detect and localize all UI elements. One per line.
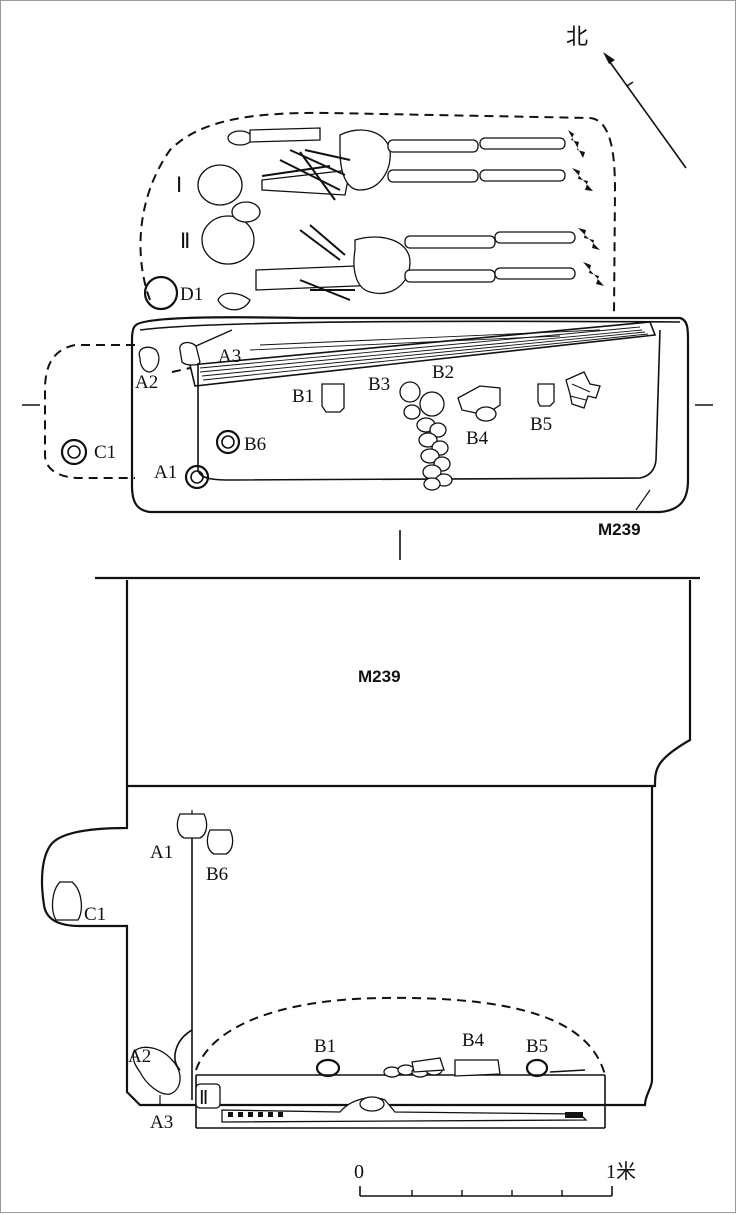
object-A1-section-label: A1 xyxy=(150,842,173,863)
object-B5-section: B5 xyxy=(525,1036,586,1078)
object-B3-plan: B3 xyxy=(368,374,421,403)
scale-zero: 0 xyxy=(354,1161,364,1183)
object-A1-label: A1 xyxy=(154,462,177,483)
skeleton-2: Ⅱ xyxy=(180,201,604,311)
object-A2-label: A2 xyxy=(135,372,158,393)
object-B1-section-label: B1 xyxy=(314,1036,336,1057)
object-C1-plan: C1 xyxy=(60,438,116,466)
object-A3-section: A3 xyxy=(150,1095,173,1133)
object-B1-plan: B1 xyxy=(292,383,345,413)
object-A1-section: A1 xyxy=(150,810,208,863)
stones-column xyxy=(403,404,453,491)
object-A3-plan: A3 xyxy=(179,329,241,367)
skeleton-1: Ⅰ xyxy=(176,127,593,206)
object-A3-label: A3 xyxy=(218,346,241,367)
object-B1-section: B1 xyxy=(314,1036,341,1078)
object-B5-section-label: B5 xyxy=(526,1036,548,1057)
skeleton-label-1: Ⅰ xyxy=(176,173,182,197)
object-B2-plan: B2 xyxy=(419,362,454,417)
object-A3-section-label: A3 xyxy=(150,1112,173,1133)
object-C1-label: C1 xyxy=(94,442,116,463)
scale-bar: 0 1米 xyxy=(354,1160,636,1197)
bones-cluster xyxy=(565,371,601,409)
object-B4-plan: B4 xyxy=(457,385,501,449)
tomb-id-section: M239 xyxy=(358,667,401,686)
object-A2-plan: A2 xyxy=(135,346,191,393)
object-B5-plan: B5 xyxy=(530,383,555,435)
plan-chamber xyxy=(130,316,690,514)
object-B5-label: B5 xyxy=(530,414,552,435)
object-B6-section-label: B6 xyxy=(206,864,228,885)
object-D1-label: D1 xyxy=(180,284,203,305)
object-B3-label: B3 xyxy=(368,374,390,395)
skeleton-2-section: Ⅱ xyxy=(195,1083,588,1123)
north-label: 北 xyxy=(566,24,588,49)
skeleton-label-section: Ⅱ xyxy=(199,1088,208,1109)
object-B2-label: B2 xyxy=(432,362,454,383)
object-B6-plan: B6 xyxy=(215,429,266,455)
object-D1-marker xyxy=(143,275,179,311)
side-niche-outline xyxy=(44,344,135,479)
object-B6-section: B6 xyxy=(206,829,234,885)
tomb-id-plan: M239 xyxy=(598,520,641,539)
object-B6-label: B6 xyxy=(244,434,266,455)
object-A2-section: A2 xyxy=(128,1046,181,1095)
north-arrow: 北 xyxy=(566,24,687,169)
scale-end: 1米 xyxy=(606,1160,636,1183)
section-view: M239 xyxy=(40,576,700,1129)
object-B4-label: B4 xyxy=(466,428,489,449)
object-B1-label: B1 xyxy=(292,386,314,407)
object-B4-section: B4 xyxy=(454,1030,501,1077)
skeleton-label-2: Ⅱ xyxy=(180,229,190,253)
object-A2-section-label: A2 xyxy=(128,1046,151,1067)
object-C1-section: C1 xyxy=(51,881,106,925)
stones-section xyxy=(383,1057,445,1078)
object-A1-plan: A1 xyxy=(154,462,210,490)
object-B4-section-label: B4 xyxy=(462,1030,485,1051)
object-C1-section-label: C1 xyxy=(84,904,106,925)
